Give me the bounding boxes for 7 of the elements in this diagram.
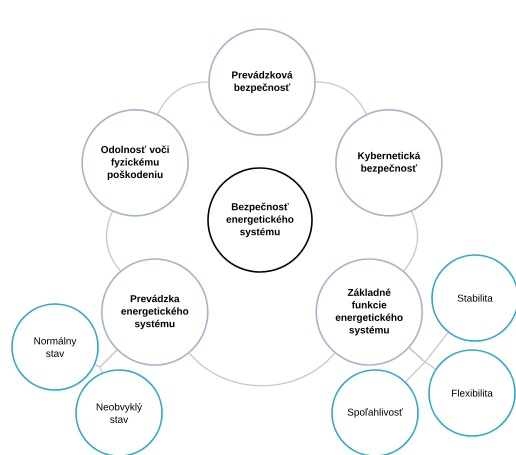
connector-line [99,350,118,373]
ring-arc [188,352,336,386]
ring-arc [106,211,121,272]
ring-arc [157,81,208,114]
ring-arc [403,211,418,272]
connector-line [405,347,426,382]
ring-arc [316,81,367,114]
